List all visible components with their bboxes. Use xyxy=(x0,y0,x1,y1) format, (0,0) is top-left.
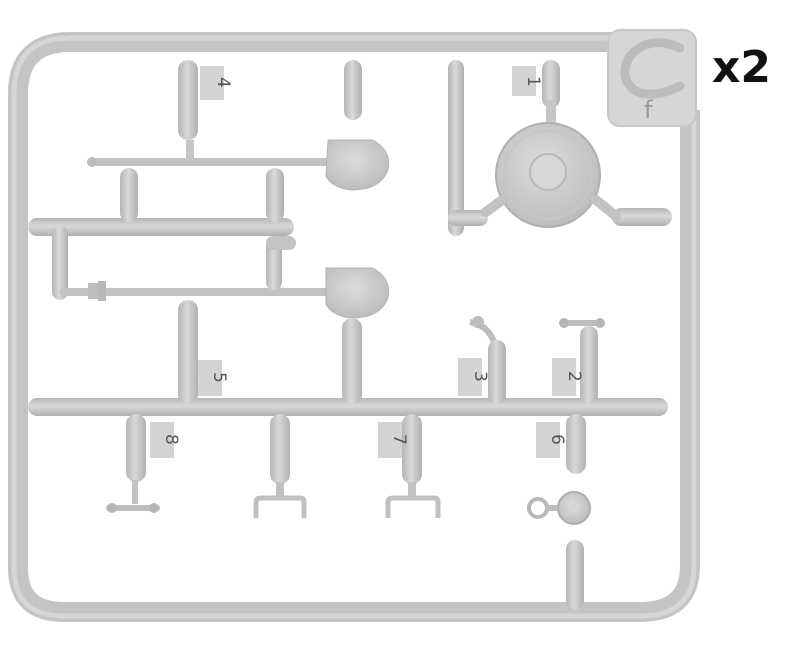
part-number-8: 8 xyxy=(161,434,181,445)
part-number-2: 2 xyxy=(564,371,584,382)
small-part-3 xyxy=(469,316,506,404)
handle-part-7 xyxy=(385,414,441,518)
shovel-part-upper xyxy=(87,139,390,222)
shovel-part-lower xyxy=(60,236,390,404)
wheel-part-6 xyxy=(527,414,591,610)
sprue-sub-letter: f xyxy=(644,96,653,124)
part-number-6: 6 xyxy=(547,434,567,445)
sprue-frame xyxy=(8,32,700,622)
small-part-2 xyxy=(559,318,605,404)
wheel-part xyxy=(481,100,621,228)
part-number-5: 5 xyxy=(209,372,229,383)
part-number-tags: 4 1 5 3 2 8 7 6 xyxy=(150,66,584,458)
upper-left-runner xyxy=(28,218,294,236)
part-number-1: 1 xyxy=(523,76,543,87)
part-number-4: 4 xyxy=(213,77,233,88)
quantity-label: x2 xyxy=(712,42,771,93)
part-number-3: 3 xyxy=(470,371,490,382)
handle-part-1 xyxy=(253,414,307,518)
part-number-7: 7 xyxy=(389,434,409,445)
sprue-letter-tag: f xyxy=(607,29,697,127)
small-part-8 xyxy=(106,414,160,513)
